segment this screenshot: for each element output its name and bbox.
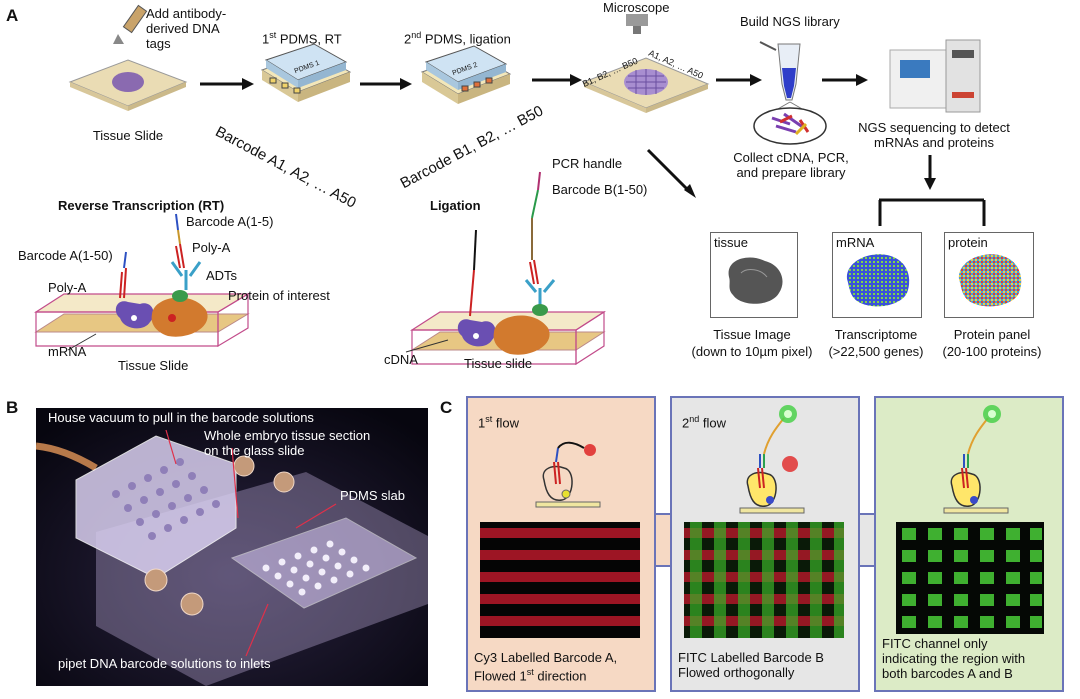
flow3-caption: FITC channel only indicating the region … — [882, 636, 1026, 681]
flow3-panel: FITC channel only indicating the region … — [874, 396, 1064, 692]
flow1-panel: 1st flow Cy3 Labelled Barcode A,Flowed 1… — [466, 396, 656, 692]
mrna-image-tag: mRNA — [836, 235, 875, 250]
flow2-panel: 2nd flow FITC Labelled Barcode B Flowed … — [670, 396, 860, 692]
protein-map-icon — [958, 254, 1022, 307]
flow2-caption: FITC Labelled Barcode B Flowed orthogona… — [678, 650, 824, 680]
results-bracket — [878, 198, 986, 226]
device-photo-illustration — [36, 408, 428, 686]
rt-polya-top: Poly-A — [192, 240, 231, 255]
flow2-grid — [684, 522, 844, 638]
lig-slide: Tissue slide — [464, 356, 533, 371]
flow1-title: 1st flow — [478, 414, 519, 431]
panel-c-letter: C — [440, 398, 453, 417]
pdms-slab-label: PDMS slab — [340, 488, 406, 503]
lig-barcode-b: Barcode B(1-50) — [552, 182, 648, 197]
pdms2-chip-icon — [420, 45, 512, 104]
dropper-icon — [113, 4, 148, 44]
antibody-tags-label: Add antibody- derived DNA tags — [146, 6, 227, 51]
rt-title: Reverse Transcription (RT) — [58, 198, 225, 213]
tube-icon — [759, 41, 801, 101]
embryo-label: Whole embryo tissue section on the glass… — [204, 428, 371, 458]
flow1-schematic — [535, 441, 601, 508]
lig-cdna: cDNA — [384, 352, 418, 367]
transcriptome-caption: Transcriptome (>22,500 genes) — [828, 327, 924, 359]
tissue-slide-label: Tissue Slide — [92, 128, 164, 143]
rt-slab-icon — [33, 213, 251, 348]
protein-image-box: protein — [944, 232, 1034, 318]
rt-barcode-a50: Barcode A(1-50) — [18, 248, 113, 263]
tissue-image-tag: tissue — [714, 235, 748, 250]
tissue-slide-icon — [68, 59, 188, 111]
ngs-library-label: Build NGS library — [740, 14, 840, 29]
device-photo: House vacuum to pull in the barcode solu… — [36, 408, 428, 686]
tissue-image-icon — [728, 257, 783, 304]
flow2-title: 2nd flow — [682, 414, 726, 431]
lig-title: Ligation — [430, 198, 481, 213]
pipet-label: pipet DNA barcode solutions to inlets — [58, 656, 271, 671]
microscope-label: Microscope — [603, 0, 670, 15]
flow1-caption: Cy3 Labelled Barcode A,Flowed 1st direct… — [474, 650, 618, 684]
panel-a-letter: A — [6, 6, 19, 25]
flow3-spots — [896, 522, 1044, 634]
rt-protein: Protein of interest — [228, 288, 330, 303]
mrna-map-icon — [846, 254, 910, 307]
ligation-slab-icon — [409, 171, 607, 366]
ngs-seq-label: NGS sequencing to detect mRNAs and prote… — [858, 120, 1010, 150]
protein-image-tag: protein — [948, 235, 988, 250]
flow2-micrograph — [684, 522, 844, 638]
sequencer-icon — [889, 39, 981, 113]
pdms1-title: 1st PDMS, RT — [262, 30, 342, 47]
rt-barcode-a5: Barcode A(1-5) — [186, 214, 274, 229]
mrna-image-box: mRNA — [832, 232, 922, 318]
panel-b-letter: B — [6, 398, 19, 417]
tissue-image-caption: Tissue Image (down to 10µm pixel) — [691, 327, 813, 359]
library-ellipse-icon — [753, 101, 827, 145]
protein-caption: Protein panel (20-100 proteins) — [942, 327, 1042, 359]
tissue-image-box: tissue — [710, 232, 798, 318]
pdms1-chip-icon — [260, 43, 352, 102]
rt-adts: ADTs — [206, 268, 238, 283]
flow3-micrograph — [896, 522, 1044, 634]
lig-pcr: PCR handle — [552, 156, 623, 171]
microscope-icon — [626, 14, 648, 34]
flow3-schematic — [943, 405, 1009, 514]
flow1-micrograph — [480, 522, 640, 638]
collect-label: Collect cDNA, PCR, and prepare library — [733, 150, 849, 180]
rt-polya-left: Poly-A — [48, 280, 87, 295]
pdms2-title: 2nd PDMS, ligation — [404, 30, 511, 47]
gridded-slide-icon — [582, 57, 710, 113]
vacuum-label: House vacuum to pull in the barcode solu… — [48, 410, 314, 425]
rt-mrna: mRNA — [48, 344, 87, 359]
flow1-stripes — [480, 522, 640, 638]
flow2-schematic — [739, 405, 805, 514]
rt-slide: Tissue Slide — [118, 358, 189, 373]
